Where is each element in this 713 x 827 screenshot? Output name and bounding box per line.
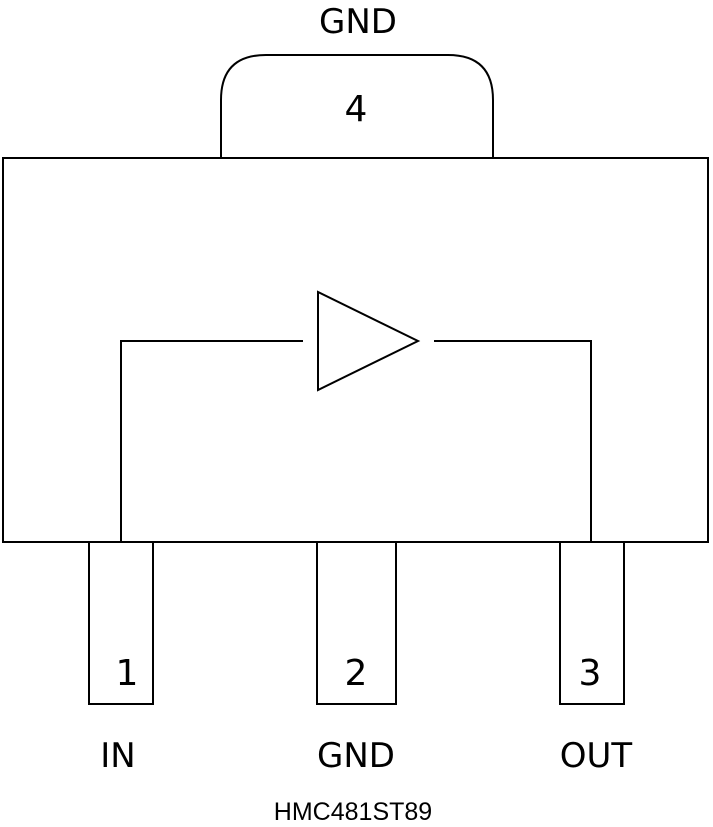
pin-2-lead [316, 541, 397, 705]
output-trace [434, 340, 592, 542]
pin-2-number: 2 [345, 653, 368, 694]
tab-outline [220, 54, 494, 157]
part-number: HMC481ST89 [274, 798, 432, 826]
input-trace [120, 340, 303, 542]
tab-label: GND [319, 2, 397, 42]
tab-number: 4 [345, 89, 368, 130]
pin-2-label: GND [317, 736, 395, 776]
package-body [2, 157, 709, 543]
pin-1-number: 1 [116, 653, 139, 694]
pin-1-label: IN [100, 736, 135, 776]
pin-3-number: 3 [579, 653, 602, 694]
amplifier-triangle-icon [317, 290, 421, 392]
pin-3-lead [559, 541, 625, 705]
pin-3-label: OUT [560, 736, 633, 776]
pin-1-lead [88, 541, 154, 705]
